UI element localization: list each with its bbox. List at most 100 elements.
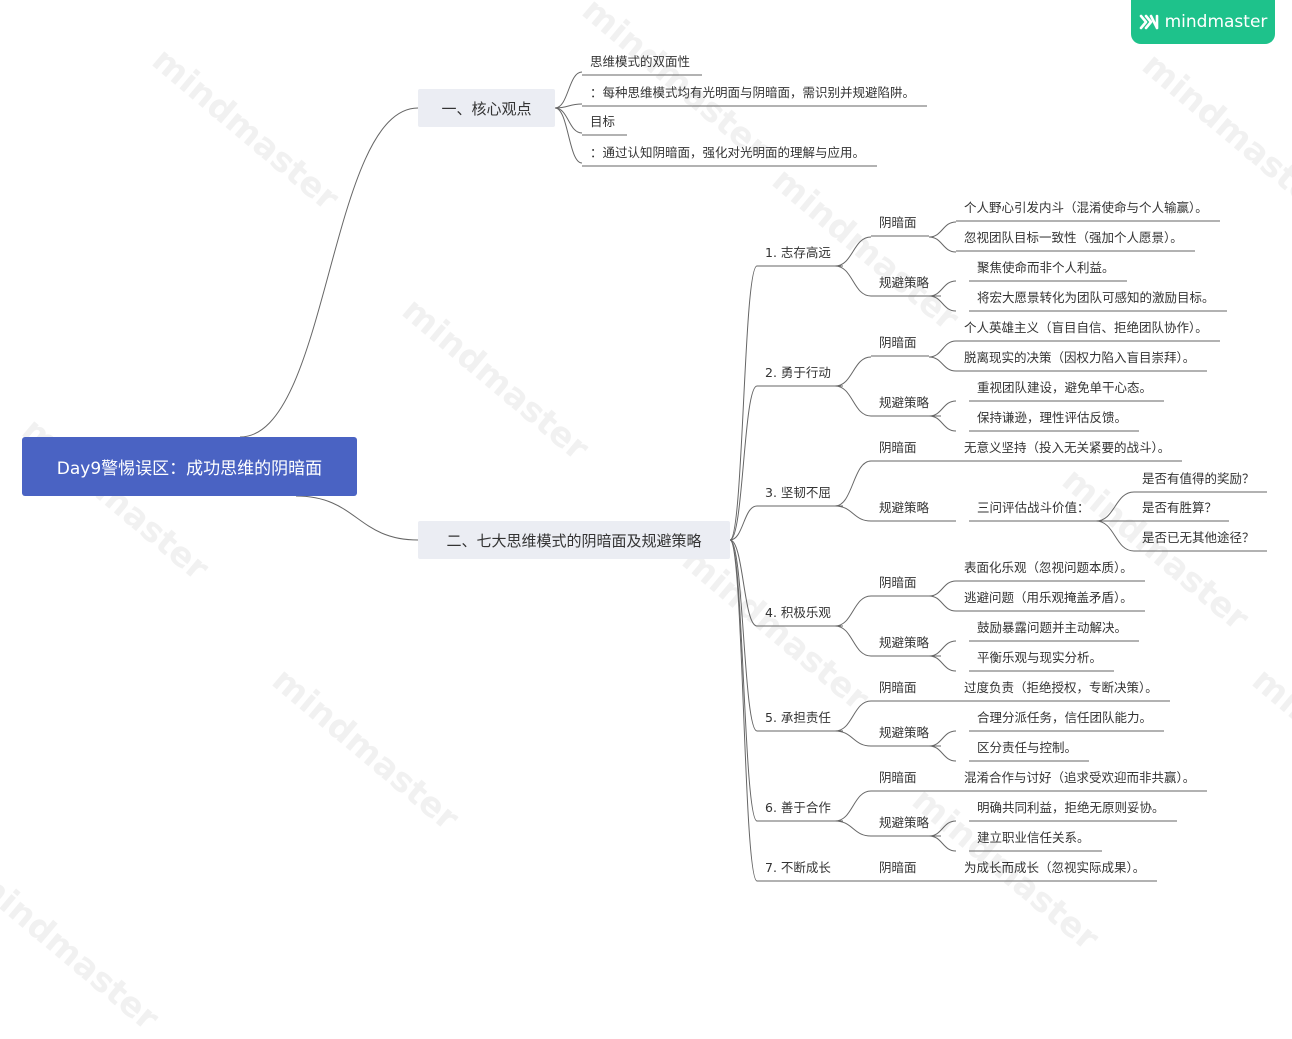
connector-line xyxy=(239,107,419,438)
leaf-node[interactable]: 过度负责（拒绝授权，专断决策）。 xyxy=(964,680,1158,695)
strategy-node[interactable]: 规避策略 xyxy=(879,500,930,515)
leaf-node[interactable]: 保持谦逊，理性评估反馈。 xyxy=(977,410,1128,425)
leaf-node[interactable]: 区分责任与控制。 xyxy=(977,740,1078,755)
dark-side-node[interactable]: 阴暗面 xyxy=(879,680,917,695)
mindmaster-logo-icon xyxy=(1139,14,1158,30)
connector-line xyxy=(729,505,758,541)
leaf-node[interactable]: 是否有值得的奖励？ xyxy=(1142,471,1255,486)
strategy-node[interactable]: 规避策略 xyxy=(879,815,930,830)
connector-line xyxy=(928,835,957,852)
root-topic-title: Day9警惕误区：成功思维的阴暗面 xyxy=(56,459,323,479)
dark-side-node[interactable]: 阴暗面 xyxy=(879,215,917,230)
leaf-node[interactable]: 建立职业信任关系。 xyxy=(977,830,1090,845)
connector-line xyxy=(554,103,583,109)
connector-line xyxy=(554,71,583,109)
dark-side-node[interactable]: 阴暗面 xyxy=(879,575,917,590)
connector-line xyxy=(928,295,957,312)
connector-line xyxy=(928,415,957,432)
connector-line xyxy=(1095,491,1135,522)
strategy-node[interactable]: 规避策略 xyxy=(879,275,930,290)
mindset-node[interactable]: 4. 积极乐观 xyxy=(765,605,831,620)
connector-line xyxy=(729,539,758,882)
connector-line xyxy=(834,505,872,522)
connector-line xyxy=(928,340,957,358)
leaf-node[interactable]: 是否有胜算？ xyxy=(1142,500,1218,515)
topic-node[interactable]: ：通过认知阴暗面，强化对光明面的理解与应用。 xyxy=(590,145,866,160)
connector-line xyxy=(834,460,872,507)
mindset-node[interactable]: 1. 志存高远 xyxy=(765,245,831,260)
topic-node[interactable]: 目标 xyxy=(590,114,616,129)
leaf-node[interactable]: 脱离现实的决策（因权力陷入盲目崇拜）。 xyxy=(964,350,1196,365)
connector-line xyxy=(729,265,758,541)
connector-line xyxy=(834,625,872,657)
connector-line xyxy=(834,820,872,837)
connector-line xyxy=(1095,520,1135,552)
connector-line xyxy=(834,790,872,822)
leaf-node[interactable]: 鼓励暴露问题并主动解决。 xyxy=(977,620,1128,635)
dark-side-node[interactable]: 阴暗面 xyxy=(879,770,917,785)
strategy-node[interactable]: 规避策略 xyxy=(879,725,930,740)
connector-line xyxy=(834,356,872,387)
leaf-node[interactable]: 个人英雄主义（盲目自信、拒绝团队协作）。 xyxy=(964,320,1208,335)
leaf-node[interactable]: 个人野心引发内斗（混淆使命与个人输赢）。 xyxy=(964,200,1208,215)
connector-line xyxy=(729,539,758,732)
connector-line xyxy=(928,580,957,597)
connector-line xyxy=(928,820,957,837)
topic-node[interactable]: ：每种思维模式均有光明面与阴暗面，需识别并规避陷阱。 xyxy=(590,85,916,100)
leaf-node[interactable]: 为成长而成长（忽视实际成果）。 xyxy=(964,860,1146,875)
connector-line xyxy=(834,265,872,297)
leaf-node[interactable]: 重视团队建设，避免单干心态。 xyxy=(977,380,1153,395)
leaf-node[interactable]: 无意义坚持（投入无关紧要的战斗）。 xyxy=(964,440,1171,455)
mindset-node[interactable]: 3. 坚韧不屈 xyxy=(765,485,831,500)
mindset-node[interactable]: 7. 不断成长 xyxy=(765,860,831,875)
main-topic-label: 二、七大思维模式的阴暗面及规避策略 xyxy=(446,531,702,550)
leaf-node[interactable]: 合理分派任务，信任团队能力。 xyxy=(977,710,1153,725)
brand-badge[interactable]: mindmaster xyxy=(1131,0,1275,44)
connector-line xyxy=(928,280,957,297)
brand-name: mindmaster xyxy=(1164,12,1268,32)
leaf-node[interactable]: 平衡乐观与现实分析。 xyxy=(977,650,1103,665)
connector-line xyxy=(729,385,758,541)
leaf-node[interactable]: 忽视团队目标一致性（强加个人愿景）。 xyxy=(964,230,1183,245)
leaf-node[interactable]: 将宏大愿景转化为团队可感知的激励目标。 xyxy=(977,290,1215,305)
main-topic-label: 一、核心观点 xyxy=(441,99,532,118)
leaf-node[interactable]: 是否已无其他途径？ xyxy=(1142,530,1255,545)
connector-line xyxy=(554,107,583,164)
mindset-node[interactable]: 6. 善于合作 xyxy=(765,800,831,815)
dark-side-node[interactable]: 阴暗面 xyxy=(879,440,917,455)
connector-line xyxy=(928,221,957,238)
topic-node[interactable]: 思维模式的双面性 xyxy=(590,54,691,69)
connector-line xyxy=(834,700,872,732)
connector-line xyxy=(295,495,419,541)
connector-line xyxy=(834,595,872,627)
leaf-node[interactable]: 聚焦使命而非个人利益。 xyxy=(977,260,1115,275)
connector-line xyxy=(928,745,957,762)
connector-line xyxy=(928,655,957,672)
connector-lines xyxy=(239,71,1267,882)
strategy-node[interactable]: 规避策略 xyxy=(879,635,930,650)
main-topic-seven-mindsets[interactable]: 二、七大思维模式的阴暗面及规避策略 xyxy=(418,521,730,559)
dark-side-node[interactable]: 阴暗面 xyxy=(879,860,917,875)
connector-line xyxy=(834,385,872,417)
leaf-node[interactable]: 逃避问题（用乐观掩盖矛盾）。 xyxy=(964,590,1133,605)
main-topic-core-views[interactable]: 一、核心观点 xyxy=(418,89,555,127)
dark-side-node[interactable]: 阴暗面 xyxy=(879,335,917,350)
connector-line xyxy=(928,236,957,253)
mindset-node[interactable]: 5. 承担责任 xyxy=(765,710,831,725)
root-topic[interactable]: Day9警惕误区：成功思维的阴暗面 xyxy=(22,437,357,496)
sub-strategy-node[interactable]: 三问评估战斗价值： xyxy=(977,500,1090,515)
connector-line xyxy=(928,400,957,417)
leaf-node[interactable]: 混淆合作与讨好（追求受欢迎而非共赢）。 xyxy=(964,770,1196,785)
connector-line xyxy=(554,107,583,134)
leaf-node[interactable]: 表面化乐观（忽视问题本质）。 xyxy=(964,560,1133,575)
leaf-node[interactable]: 明确共同利益，拒绝无原则妥协。 xyxy=(977,800,1165,815)
connector-line xyxy=(928,640,957,657)
connector-line xyxy=(729,539,758,627)
connector-line xyxy=(928,730,957,747)
mindset-node[interactable]: 2. 勇于行动 xyxy=(765,365,831,380)
connector-line xyxy=(928,595,957,612)
connector-line xyxy=(834,730,872,747)
strategy-node[interactable]: 规避策略 xyxy=(879,395,930,410)
connector-line xyxy=(834,236,872,267)
